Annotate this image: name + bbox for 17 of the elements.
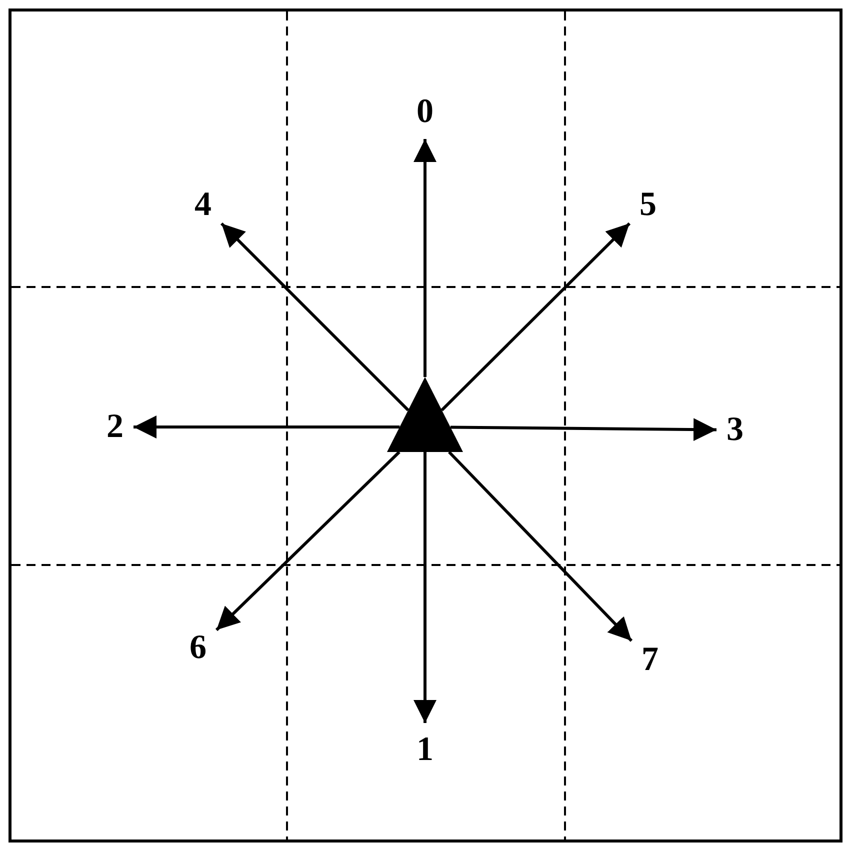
direction-label: 1 bbox=[416, 733, 434, 767]
arrow bbox=[440, 222, 631, 412]
direction-label: 6 bbox=[190, 631, 206, 665]
direction-label: 2 bbox=[106, 410, 124, 444]
direction-label: 3 bbox=[726, 413, 744, 447]
direction-label: 7 bbox=[642, 643, 658, 677]
arrow bbox=[220, 222, 410, 412]
arrow bbox=[134, 416, 400, 438]
direction-label: 0 bbox=[416, 95, 434, 129]
direction-label: 5 bbox=[640, 188, 656, 222]
arrow bbox=[414, 139, 436, 377]
arrow bbox=[450, 418, 717, 442]
triangle-marker bbox=[387, 377, 463, 452]
arrow bbox=[448, 450, 633, 642]
arrow bbox=[215, 450, 400, 632]
direction-label: 4 bbox=[194, 188, 212, 222]
arrow bbox=[414, 452, 436, 723]
